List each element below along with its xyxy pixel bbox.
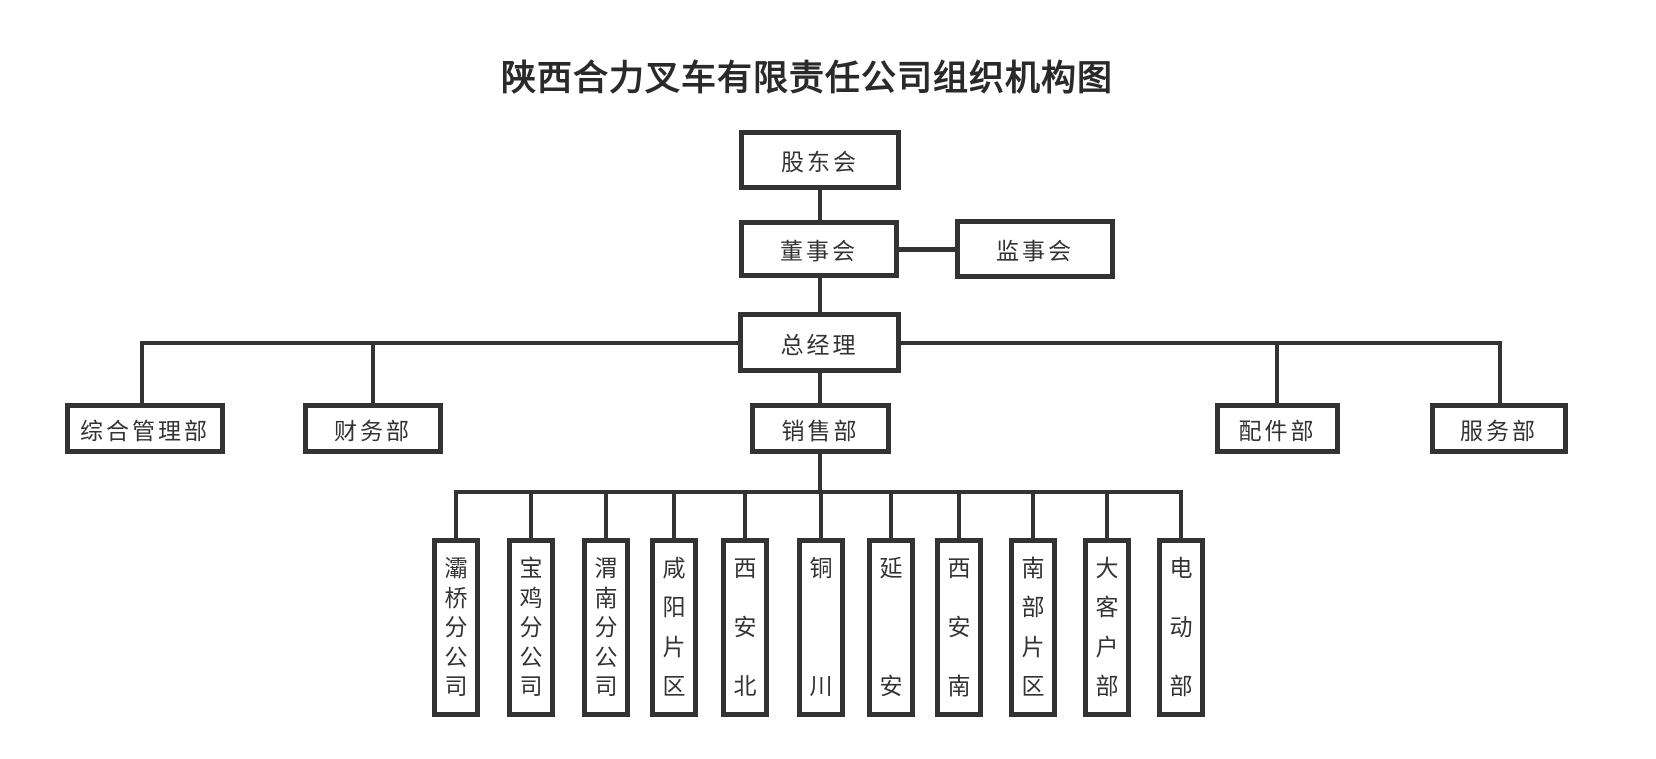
drop-electric [1179,490,1183,538]
node-xian-south: 西安南 [935,538,983,717]
node-label: 服务部 [1460,418,1538,444]
drop-general-management [140,341,144,404]
node-board-of-supervisors: 监事会 [955,219,1115,279]
drop-baqiao [454,490,458,538]
bus-sales-units [454,490,1183,494]
node-shareholders-meeting: 股东会 [739,130,901,190]
drop-finance [371,341,375,404]
node-label: 总经理 [780,332,859,358]
node-service-dept: 服务部 [1430,403,1568,454]
drop-xian-south [957,490,961,538]
connector-shareholders-directors [818,190,822,220]
node-label: 股东会 [781,150,859,175]
node-xianyang-area: 咸阳片区 [650,538,698,717]
node-label: 财务部 [334,418,412,444]
drop-tongchuan [819,490,823,538]
drop-key-accounts [1105,490,1109,538]
connector-directors-gm [818,278,822,312]
node-key-accounts-dept: 大客户部 [1083,538,1131,717]
node-baqiao-branch: 灞桥分公司 [432,538,480,717]
node-baoji-branch: 宝鸡分公司 [507,538,555,717]
node-sales-dept: 销售部 [750,403,891,454]
connector-sales-bus [818,454,822,492]
node-label: 销售部 [781,418,860,444]
connector-directors-supervisors [898,247,955,252]
node-yanan: 延安 [867,538,915,717]
node-general-management-dept: 综合管理部 [65,403,225,454]
drop-yanan [889,490,893,538]
drop-xian-north [743,490,747,538]
drop-service [1498,341,1502,404]
node-finance-dept: 财务部 [303,403,443,454]
drop-xianyang [672,490,676,538]
drop-baoji [529,490,533,538]
node-electric-dept: 电动部 [1157,538,1205,717]
drop-sales [818,373,822,404]
drop-weinan [604,490,608,538]
node-tongchuan: 铜川 [797,538,845,717]
node-label: 董事会 [780,239,858,264]
node-label: 监事会 [996,239,1074,264]
node-label: 综合管理部 [80,418,210,444]
bus-gm-right [900,341,1502,345]
node-general-manager: 总经理 [738,312,901,373]
drop-southern [1031,490,1035,538]
node-parts-dept: 配件部 [1215,403,1340,454]
node-board-of-directors: 董事会 [739,220,899,278]
page-title: 陕西合力叉车有限责任公司组织机构图 [500,59,1113,98]
node-label: 配件部 [1238,418,1317,444]
node-xian-north: 西安北 [721,538,769,717]
drop-parts [1275,341,1279,404]
bus-gm-left [142,341,738,345]
node-weinan-branch: 渭南分公司 [582,538,630,717]
node-southern-area: 南部片区 [1009,538,1057,717]
